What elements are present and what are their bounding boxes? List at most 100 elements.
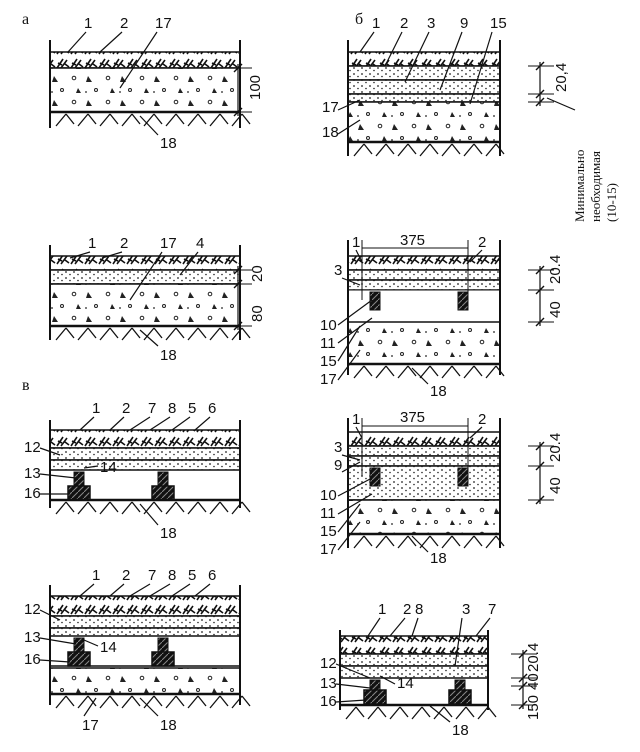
callout-label: 2 <box>403 601 411 618</box>
leader-line <box>139 697 159 717</box>
axis-line <box>361 418 469 476</box>
callout-label: 1 <box>378 601 386 618</box>
leader-line <box>337 317 373 344</box>
leader-line <box>359 31 375 53</box>
callout-label: 17 <box>160 235 177 252</box>
dimension-value: 100 <box>247 75 264 100</box>
callout-label: 13 <box>24 465 41 482</box>
leader-line <box>101 251 123 259</box>
leader-line <box>335 683 371 689</box>
leader-line <box>109 416 125 431</box>
callout-label: 7 <box>148 400 156 417</box>
leader-line <box>139 115 159 136</box>
span-dimension-value: 375 <box>400 409 425 426</box>
callout-label: 2 <box>400 15 408 32</box>
leader-line <box>39 659 71 663</box>
callout-label: 2 <box>120 235 128 252</box>
callout-label: 16 <box>320 693 337 710</box>
callout-label: 1 <box>372 15 380 32</box>
leader-line <box>341 454 361 461</box>
callout-label: 7 <box>488 601 496 618</box>
callout-label: 1 <box>352 234 360 251</box>
dimension-tick <box>535 461 545 471</box>
callout-label: 1 <box>88 235 96 252</box>
callout-label: 18 <box>160 717 177 734</box>
callout-label: 18 <box>430 550 447 567</box>
section-letter-b: б <box>355 11 363 28</box>
dimension-value: 20.4 <box>547 255 564 284</box>
leader-line <box>341 461 361 473</box>
callout-label: 14 <box>100 639 117 656</box>
brick-pad <box>151 651 175 667</box>
dimension-tick <box>535 97 545 107</box>
leader-line <box>335 699 367 703</box>
support-post <box>457 467 469 487</box>
board-layer <box>347 65 501 81</box>
callout-label: 3 <box>427 15 435 32</box>
callout-label: 18 <box>322 124 339 141</box>
callout-label: 11 <box>320 505 336 522</box>
callout-label: 2 <box>478 411 486 428</box>
callout-label: 17 <box>155 15 172 32</box>
callout-label: 8 <box>415 601 423 618</box>
leader-line <box>384 31 403 67</box>
leader-line <box>129 416 151 431</box>
leader-line <box>119 31 158 89</box>
callout-label: 10 <box>320 487 337 504</box>
finish-layer <box>339 635 489 655</box>
support-post <box>457 291 469 311</box>
callout-label: 18 <box>160 347 177 364</box>
dimension-tick <box>535 89 545 99</box>
leader-line <box>404 31 430 83</box>
leader-line <box>335 663 371 679</box>
leader-line <box>439 31 463 91</box>
callout-label: 15 <box>320 353 337 370</box>
brick-pad <box>67 651 91 667</box>
leader-line <box>139 503 159 526</box>
ground-hatch <box>353 143 505 157</box>
dimension-value: 150 <box>525 695 542 720</box>
leader-line <box>546 97 576 111</box>
finish-layer <box>49 595 241 617</box>
callout-label: 6 <box>208 567 216 584</box>
dimension-tick <box>535 441 545 451</box>
callout-label: 3 <box>334 262 342 279</box>
finish-layer <box>49 51 241 69</box>
support-post <box>369 467 381 487</box>
ground-hatch <box>55 113 251 127</box>
callout-label: 17 <box>322 99 339 116</box>
dimension-tick <box>518 673 528 683</box>
leader-line <box>149 583 171 597</box>
leader-line <box>99 31 123 53</box>
concrete-layer <box>347 321 501 365</box>
note-line: необходимая <box>588 151 603 222</box>
callout-label: 9 <box>334 457 342 474</box>
callout-label: 2 <box>122 400 130 417</box>
note-line: (10-15) <box>604 183 619 222</box>
leader-line <box>337 521 361 551</box>
finish-layer <box>347 255 501 271</box>
callout-label: 12 <box>320 655 337 672</box>
callout-label: 11 <box>320 335 336 352</box>
leader-line <box>379 675 396 685</box>
ground-hatch <box>55 327 251 341</box>
callout-label: 14 <box>397 675 414 692</box>
leader-line <box>337 99 361 111</box>
leader-line <box>83 639 99 647</box>
callout-label: 1 <box>92 567 100 584</box>
dimension-value: 40 <box>547 301 564 318</box>
callout-label: 2 <box>478 234 486 251</box>
board-layer <box>49 615 241 629</box>
brick-pad <box>67 485 91 501</box>
leader-line <box>355 426 363 439</box>
finish-layer <box>347 51 501 67</box>
leader-line <box>83 465 99 469</box>
leader-line <box>109 583 125 597</box>
finish-layer <box>49 255 241 271</box>
dimension-tick <box>535 265 545 275</box>
dimension-tick <box>233 107 243 117</box>
concrete-layer <box>347 499 501 535</box>
leader-line <box>337 503 361 533</box>
callout-label: 12 <box>24 601 41 618</box>
